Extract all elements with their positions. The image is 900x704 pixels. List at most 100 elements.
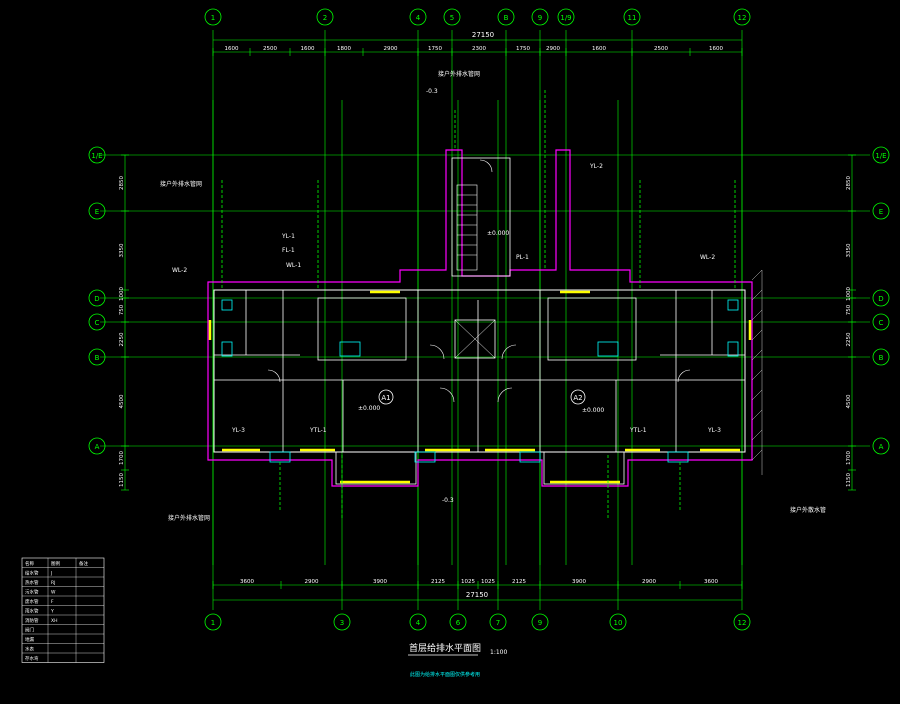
unit-tags: A1 A2 ±0.000 ±0.000 ±0.000 -0.3 -0.3 — [358, 88, 604, 504]
legend-cell-5-1: XH — [51, 618, 57, 624]
axis-top-7-label: 11 — [628, 14, 637, 22]
axis-bottom-5: 9 — [531, 613, 549, 631]
legend-cell-2-0: 污水管 — [25, 589, 39, 596]
dim-top-10: 2500 — [654, 46, 668, 52]
legend-cell-1-0: 热水管 — [25, 579, 39, 586]
dim-bottom-4: 1025 — [461, 579, 475, 585]
axis-right-4-label: B — [879, 354, 884, 362]
axis-top-8: 12 — [733, 8, 751, 26]
legend-cell-4-1: Y — [50, 609, 54, 615]
dim-top-1: 2500 — [263, 46, 277, 52]
pipe-labels: YL-2 YL-3 YTL-1 YTL-1 YL-3 WL-2 WL-2 PL-… — [160, 70, 826, 522]
dims_right-6: 1700 — [846, 451, 852, 465]
axis-bottom-7-label: 12 — [738, 619, 747, 627]
axis-top-3: 5 — [443, 8, 461, 26]
axis-bottom-0-label: 1 — [211, 619, 215, 627]
legend-cell-4-0: 雨水管 — [25, 608, 39, 615]
axis-right-2-label: D — [878, 295, 883, 303]
axis-right-3-label: C — [879, 319, 884, 327]
label-ytl1-right: YTL-1 — [629, 427, 647, 434]
axis-left-3: C — [88, 313, 106, 331]
dim-bottom-9: 3600 — [704, 579, 718, 585]
dim-top-4: 2900 — [384, 46, 398, 52]
dim-top-2: 1600 — [301, 46, 315, 52]
dims_left-1: 3350 — [119, 243, 125, 257]
axis-bottom-2-label: 4 — [416, 619, 421, 627]
dims_right-3: 750 — [846, 304, 852, 315]
axis-top-4-label: B — [504, 14, 509, 22]
note-left: 接户外排水管网 — [160, 180, 202, 188]
legend-cell-0-0: 给水管 — [25, 570, 39, 577]
level-outdoor-bottom: -0.3 — [442, 497, 454, 504]
dims_right-5: 4500 — [846, 394, 852, 408]
axis-left-3-label: C — [95, 319, 100, 327]
axis-top-0: 1 — [204, 8, 222, 26]
legend-cell-5-0: 消防管 — [25, 617, 39, 624]
axis-top-6: 1/9 — [557, 8, 575, 26]
legend-cell-7-0: 地漏 — [25, 636, 34, 643]
level-a1: ±0.000 — [358, 405, 380, 412]
dims_left-2: 1000 — [119, 287, 125, 301]
axis-right-4: B — [872, 348, 890, 366]
legend-cell-2-1: W — [51, 590, 56, 596]
dim-bottom-3: 2125 — [431, 579, 445, 585]
overall-dim-top: 27150 — [472, 31, 494, 39]
label-wl1: WL-1 — [286, 262, 301, 269]
axis-top-3-label: 5 — [450, 14, 454, 22]
axis-bottom-4-label: 7 — [496, 619, 500, 627]
unit-a1: A1 — [381, 394, 390, 402]
dim-top-0: 1600 — [225, 46, 239, 52]
drawing-note: 此图为给排水平面图仅供参考用 — [410, 671, 480, 678]
dim-top-5: 1750 — [428, 46, 442, 52]
legend-cell-8-0: 水表 — [25, 646, 34, 653]
building-walls — [207, 149, 753, 487]
dims_right-4: 2250 — [846, 332, 852, 346]
dim-top-6: 2300 — [472, 46, 486, 52]
legend-header-2: 备注 — [79, 560, 88, 567]
dims_right-7: 1150 — [846, 473, 852, 487]
axis-left-4-label: B — [95, 354, 100, 362]
label-fl1: FL-1 — [282, 247, 295, 254]
axis-top-0-label: 1 — [211, 14, 215, 22]
dims_right-1: 3350 — [846, 243, 852, 257]
dims_left-3: 750 — [119, 304, 125, 315]
label-wl2-left: WL-2 — [172, 267, 187, 274]
overall-dim-bottom: 27150 — [466, 591, 488, 599]
legend-cell-9-0: 存水弯 — [25, 655, 39, 662]
axis-bottom-4: 7 — [489, 613, 507, 631]
axis-left-5-label: A — [95, 443, 100, 451]
axis-right-0: 1/E — [872, 146, 890, 164]
axis-bottom-1: 3 — [333, 613, 351, 631]
axis-top-2: 4 — [409, 8, 427, 26]
axis-top-1: 2 — [316, 8, 334, 26]
legend-cell-3-1: F — [51, 599, 54, 605]
axis-left-0: 1/E — [88, 146, 106, 164]
axis-left-1: E — [88, 202, 106, 220]
dim-top-9: 1600 — [592, 46, 606, 52]
drain-pipes — [221, 90, 736, 520]
dim-bottom-2: 3900 — [373, 579, 387, 585]
axis-top-5-label: 9 — [538, 14, 542, 22]
legend-header-1: 图例 — [51, 560, 60, 567]
unit-a2: A2 — [573, 394, 582, 402]
axis-right-5: A — [872, 437, 890, 455]
dim-bottom-0: 3600 — [240, 579, 254, 585]
legend-cell-3-0: 废水管 — [25, 598, 39, 605]
axis-bottom-6: 10 — [609, 613, 627, 631]
dims_left-0: 2850 — [119, 176, 125, 190]
dims_right-0: 2850 — [846, 176, 852, 190]
dims_left-7: 1150 — [119, 473, 125, 487]
axis-bottom-3: 6 — [449, 613, 467, 631]
dim-bottom-1: 2900 — [305, 579, 319, 585]
label-yl3-left: YL-3 — [231, 427, 245, 434]
axis-bottom-5-label: 9 — [538, 619, 542, 627]
label-yl1: YL-1 — [281, 233, 295, 240]
label-yl2: YL-2 — [589, 163, 603, 170]
